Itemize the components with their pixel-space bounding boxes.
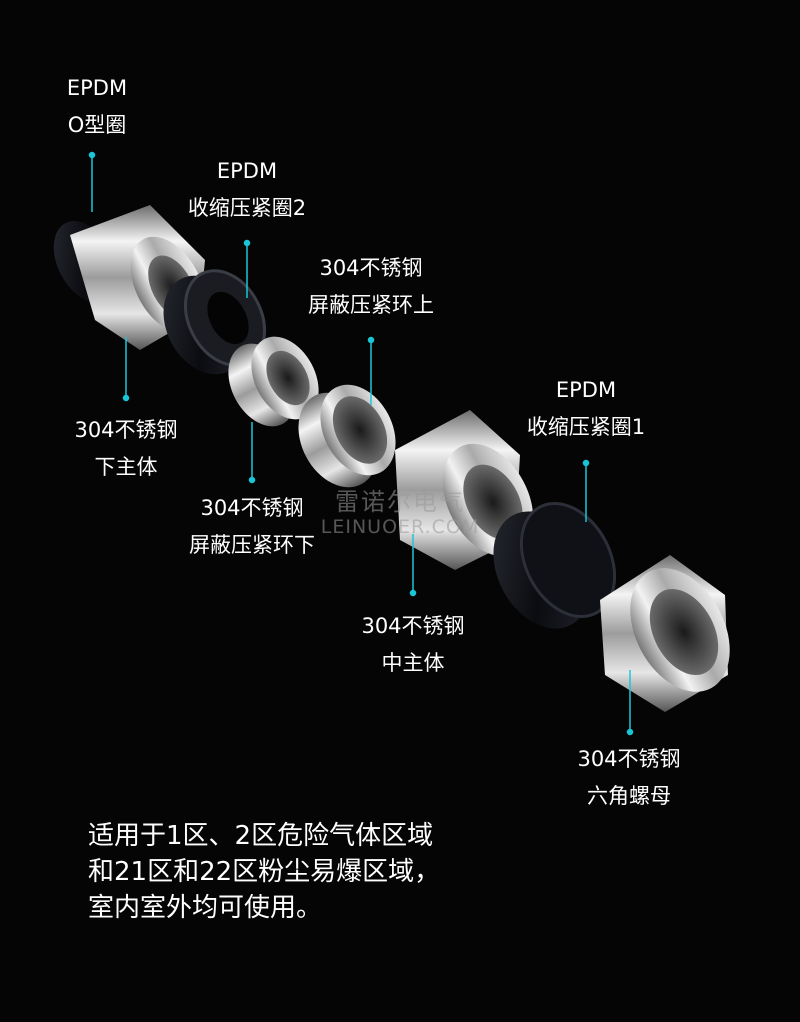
usage-description-line-1: 适用于1区、2区危险气体区域 bbox=[88, 821, 434, 851]
usage-description-line-3: 室内室外均可使用。 bbox=[88, 893, 323, 923]
label-lower-body-name: 下主体 bbox=[94, 455, 158, 479]
label-shrink-ring-1-material: EPDM bbox=[555, 378, 617, 402]
usage-description-line-2: 和21区和22区粉尘易爆区域， bbox=[88, 857, 441, 887]
label-shield-ring-upper-name: 屏蔽压紧环上 bbox=[308, 293, 434, 317]
usage-description: 适用于1区、2区危险气体区域 和21区和22区粉尘易爆区域， 室内室外均可使用。 bbox=[88, 818, 728, 926]
label-lower-body-material: 304不锈钢 bbox=[74, 418, 178, 442]
label-shield-ring-lower: 304不锈钢 屏蔽压紧环下 bbox=[162, 490, 342, 564]
label-shrink-ring-2-name: 收缩压紧圈2 bbox=[187, 196, 307, 220]
label-o-ring-name: O型圈 bbox=[67, 113, 127, 137]
label-shrink-ring-2-material: EPDM bbox=[216, 159, 278, 183]
hex-nut-part bbox=[600, 555, 730, 712]
label-o-ring: EPDM O型圈 bbox=[52, 70, 142, 144]
shield-ring-upper-part bbox=[298, 384, 396, 488]
label-shield-ring-lower-name: 屏蔽压紧环下 bbox=[189, 533, 315, 557]
label-shrink-ring-2: EPDM 收缩压紧圈2 bbox=[172, 153, 322, 227]
label-o-ring-material: EPDM bbox=[66, 76, 128, 100]
label-middle-body-name: 中主体 bbox=[381, 651, 445, 675]
label-middle-body-material: 304不锈钢 bbox=[361, 614, 465, 638]
watermark-en: LEINUOER.COM bbox=[320, 516, 480, 538]
label-hex-nut-material: 304不锈钢 bbox=[577, 747, 681, 771]
watermark: 雷诺尔电气 LEINUOER.COM bbox=[300, 488, 500, 538]
leader-lines bbox=[88, 151, 634, 736]
label-shield-ring-upper-material: 304不锈钢 bbox=[319, 256, 423, 280]
label-middle-body: 304不锈钢 中主体 bbox=[338, 608, 488, 682]
label-shrink-ring-1: EPDM 收缩压紧圈1 bbox=[506, 372, 666, 446]
label-shield-ring-lower-material: 304不锈钢 bbox=[200, 496, 304, 520]
label-hex-nut-name: 六角螺母 bbox=[587, 784, 671, 808]
label-shrink-ring-1-name: 收缩压紧圈1 bbox=[526, 415, 646, 439]
label-shield-ring-upper: 304不锈钢 屏蔽压紧环上 bbox=[296, 250, 446, 324]
label-hex-nut: 304不锈钢 六角螺母 bbox=[554, 741, 704, 815]
shrink-ring-1-part bbox=[493, 501, 617, 629]
label-lower-body: 304不锈钢 下主体 bbox=[54, 412, 198, 486]
watermark-cn: 雷诺尔电气 bbox=[335, 488, 465, 516]
shield-ring-lower-part bbox=[228, 336, 319, 427]
